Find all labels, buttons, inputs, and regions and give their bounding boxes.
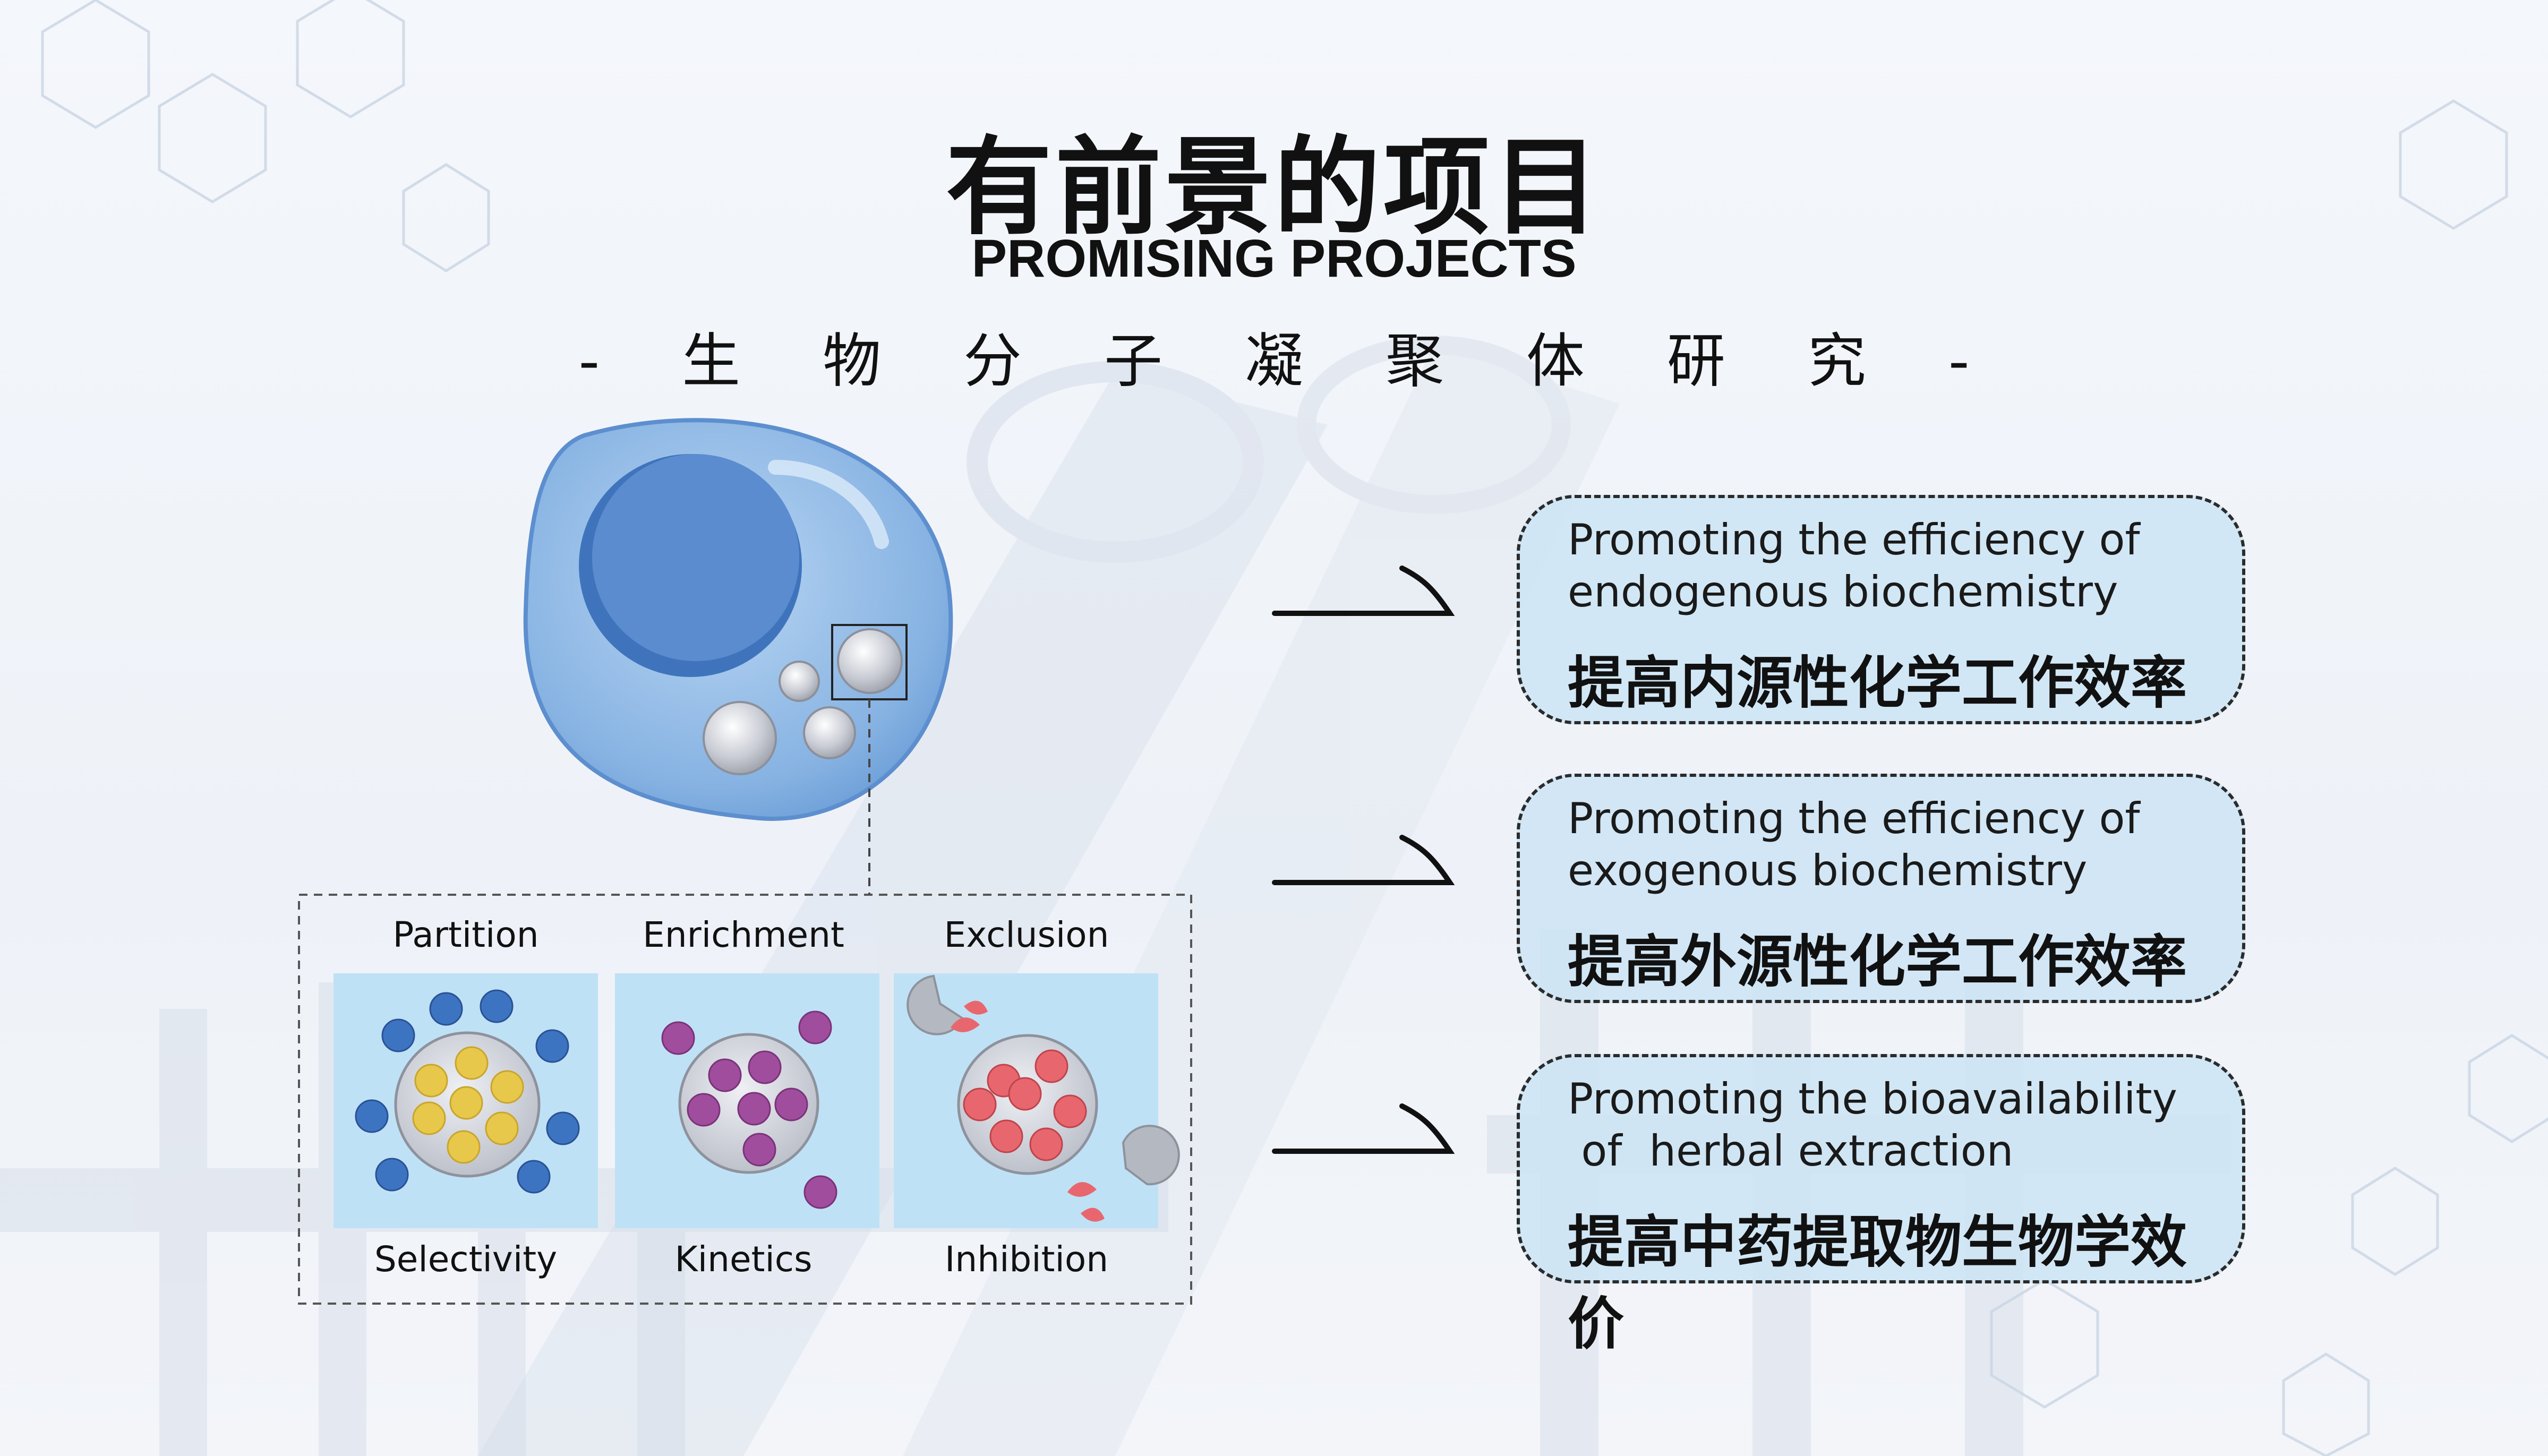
arrow-1: [1272, 566, 1455, 616]
card-chinese-text: 提高内源性化学工作效率: [1568, 650, 2187, 716]
card-english-text: Promoting the efficiency of endogenous b…: [1568, 514, 2226, 618]
enzyme-icon: [1122, 1125, 1180, 1186]
project-card-herbal: Promoting the bioavailability of herbal …: [1517, 1054, 2245, 1357]
condensate-droplet: [837, 628, 903, 694]
card-english-line: of herbal extraction: [1568, 1126, 2014, 1176]
condensate-droplet: [703, 701, 777, 775]
card-english-line: Promoting the efficiency of: [1568, 515, 2140, 564]
exclusion-illustration: [907, 974, 1180, 1222]
panel-top-label: Exclusion: [944, 914, 1109, 955]
card-english-line: Promoting the bioavailability: [1568, 1074, 2178, 1124]
card-english-text: Promoting the bioavailability of herbal …: [1568, 1073, 2226, 1177]
card-chinese-text: 提高外源性化学工作效率: [1568, 929, 2187, 995]
panel-top-label: Partition: [392, 914, 539, 955]
panel-bottom-label: Inhibition: [944, 1239, 1109, 1280]
project-card-endogenous: Promoting the efficiency of endogenous b…: [1517, 495, 2245, 724]
card-english-text: Promoting the efficiency of exogenous bi…: [1568, 793, 2226, 897]
arrow-3: [1272, 1103, 1455, 1154]
panel-bottom-label: Selectivity: [374, 1239, 558, 1280]
card-chinese-text: 提高中药提取物生物学效价: [1568, 1210, 2187, 1357]
project-card-exogenous: Promoting the efficiency of exogenous bi…: [1517, 774, 2245, 1003]
arrow-2: [1272, 835, 1455, 885]
cell-illustration: [523, 418, 953, 821]
panel-bottom-label: Kinetics: [674, 1239, 813, 1280]
page-title-english: PROMISING PROJECTS: [971, 229, 1577, 288]
panel-top-label: Enrichment: [643, 914, 844, 955]
condensate-droplet: [779, 661, 820, 702]
card-english-line: endogenous biochemistry: [1568, 567, 2118, 616]
condensate-droplet: [803, 706, 856, 759]
card-english-line: exogenous biochemistry: [1568, 846, 2088, 895]
mechanism-frame: [298, 894, 1192, 1305]
page-title: 有前景的项目: [945, 126, 1602, 250]
enrichment-illustration: [661, 1010, 837, 1209]
card-english-line: Promoting the efficiency of: [1568, 794, 2140, 843]
partition-illustration: [355, 989, 580, 1194]
page-subtitle: - 生 物 分 子 凝 聚 体 研 究 -: [578, 327, 2002, 395]
